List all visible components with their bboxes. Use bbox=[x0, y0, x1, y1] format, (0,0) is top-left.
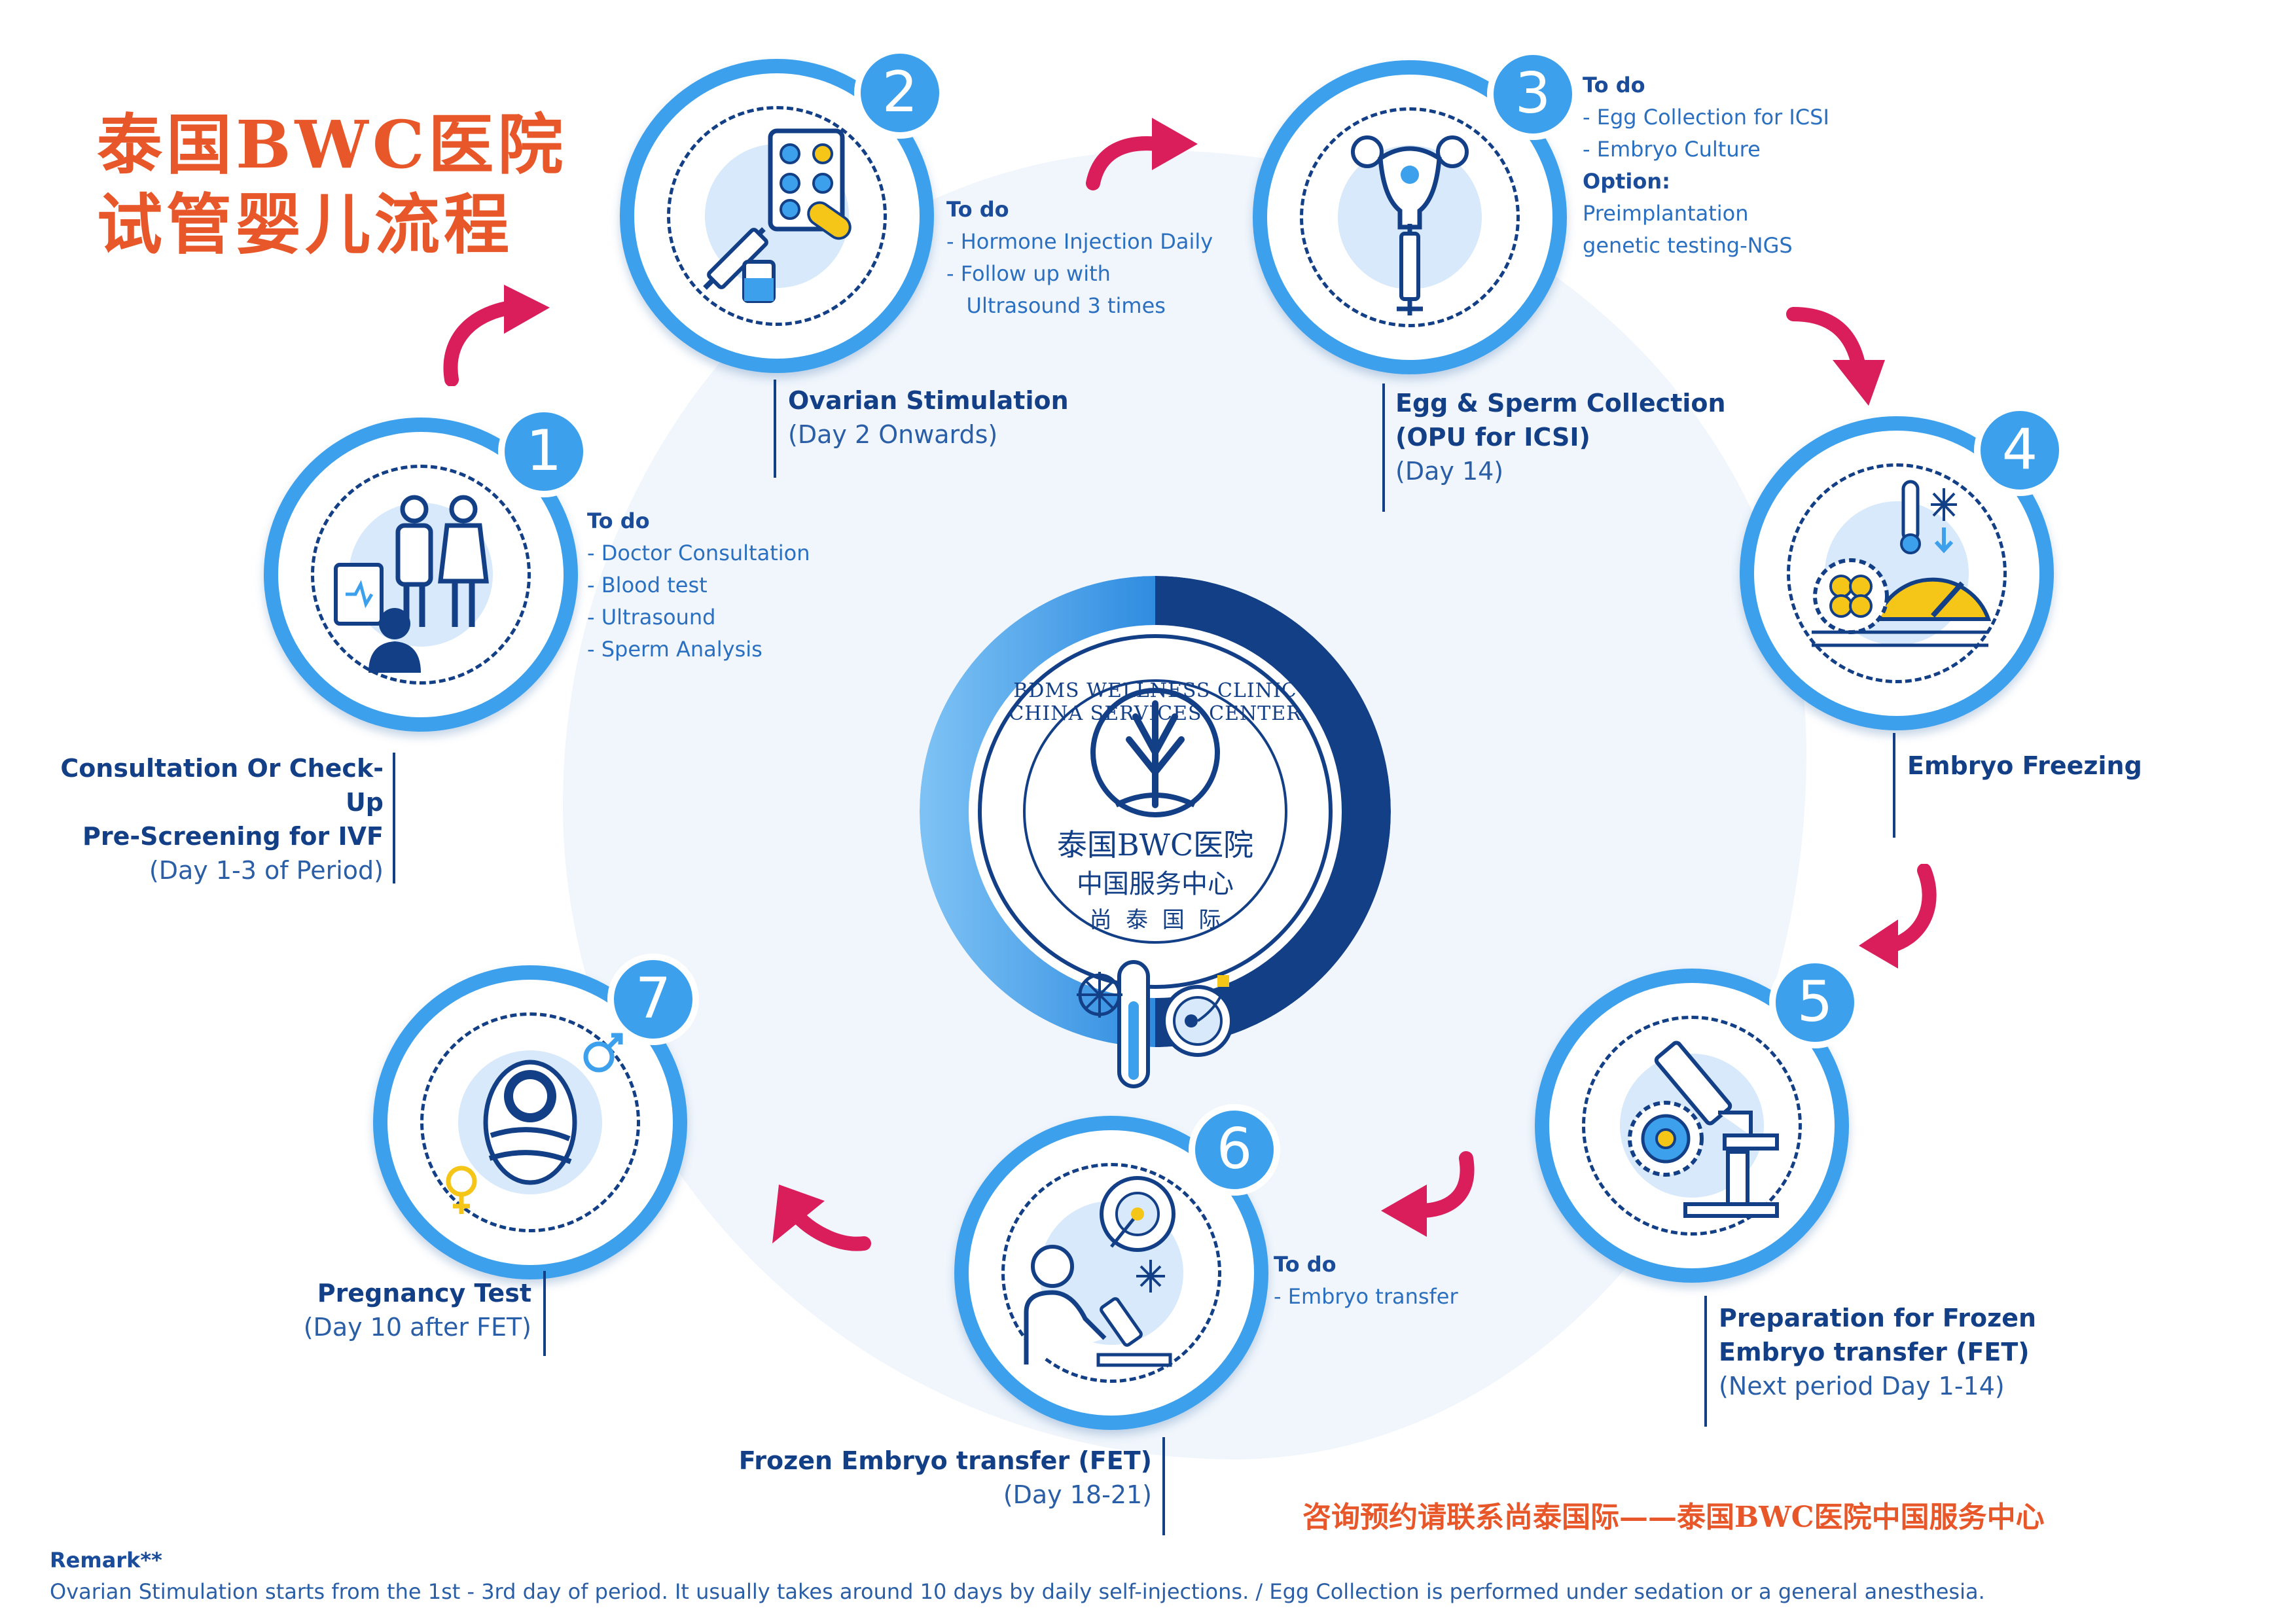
step-7-label: Pregnancy Test (Day 10 after FET) bbox=[196, 1276, 531, 1344]
arrow-5-to-6-icon bbox=[1381, 1151, 1475, 1237]
step-3-divider bbox=[1382, 383, 1385, 512]
step-2-divider bbox=[774, 380, 776, 478]
step-1-title: Consultation Or Check-Up bbox=[60, 754, 384, 817]
step-3-circle: 3 bbox=[1253, 48, 1579, 374]
step-1-divider bbox=[393, 753, 395, 883]
remark-text: Ovarian Stimulation starts from the 1st … bbox=[50, 1579, 1985, 1604]
thermometer-sperm-icon bbox=[1077, 960, 1234, 1088]
step-7-circle: 7 bbox=[373, 954, 699, 1279]
embryo-transfer-icon bbox=[1024, 1176, 1175, 1367]
step-3-todo: To do - Egg Collection for ICSI - Embryo… bbox=[1583, 73, 1829, 258]
step-5-title-2: Embryo transfer (FET) bbox=[1719, 1338, 2030, 1366]
step-5-label: Preparation for Frozen Embryo transfer (… bbox=[1719, 1301, 2111, 1403]
arrow-3-to-4-icon bbox=[1786, 307, 1885, 406]
arrow-1-to-2-icon bbox=[443, 285, 550, 386]
step-4-circle: 4 bbox=[1740, 404, 2066, 730]
microscope-icon bbox=[1628, 1041, 1779, 1218]
step-2-number: 2 bbox=[854, 47, 946, 139]
contact-footer: 咨询预约请联系尚泰国际——泰国BWC医院中国服务中心 bbox=[1302, 1501, 2045, 1534]
step-1-circle: 1 bbox=[264, 406, 590, 732]
step-5-divider bbox=[1704, 1296, 1707, 1427]
step-5-circle: 5 bbox=[1535, 957, 1861, 1283]
center-subname: 中国服务中心 bbox=[1077, 869, 1234, 899]
step-1-detail: (Day 1-3 of Period) bbox=[149, 856, 384, 885]
step-1-label: Consultation Or Check-Up Pre-Screening f… bbox=[50, 751, 384, 887]
step-7-detail: (Day 10 after FET) bbox=[303, 1313, 531, 1342]
center-emblem bbox=[920, 576, 1391, 1047]
step-4-number: 4 bbox=[1974, 404, 2066, 496]
remark: Remark** Ovarian Stimulation starts from… bbox=[50, 1544, 1985, 1607]
step-2-circle: 2 bbox=[620, 47, 946, 373]
page-title: 泰国BWC医院 bbox=[97, 106, 567, 183]
step-3-number: 3 bbox=[1487, 48, 1579, 140]
step-6-detail: (Day 18-21) bbox=[1003, 1480, 1152, 1509]
step-5-number: 5 bbox=[1769, 957, 1861, 1048]
step-5-detail: (Next period Day 1-14) bbox=[1719, 1372, 2005, 1400]
arrow-6-to-7-icon bbox=[772, 1185, 871, 1251]
step-2-title: Ovarian Stimulation bbox=[788, 386, 1069, 415]
step-1-title-2: Pre-Screening for IVF bbox=[82, 822, 384, 851]
center-bottom-text: 尚 泰 国 际 bbox=[1089, 907, 1221, 933]
remark-label: Remark** bbox=[50, 1548, 162, 1573]
step-7-title: Pregnancy Test bbox=[317, 1279, 531, 1308]
embryo-freezing-icon bbox=[1812, 480, 1992, 647]
center-ring-text: BDMS WELLNESS CLINIC CHINA SERVICES CENT… bbox=[1009, 679, 1302, 725]
step-3-title-2: (OPU for ICSI) bbox=[1395, 423, 1590, 452]
center-name: 泰国BWC医院 bbox=[1056, 827, 1254, 863]
step-7-divider bbox=[543, 1271, 546, 1356]
step-3-title: Egg & Sperm Collection bbox=[1395, 389, 1726, 418]
arrow-4-to-5-icon bbox=[1859, 864, 1937, 969]
step-6-circle: 6 bbox=[954, 1104, 1280, 1430]
page-subtitle: 试管婴儿流程 bbox=[97, 186, 513, 263]
step-6-label: Frozen Embryo transfer (FET) (Day 18-21) bbox=[720, 1444, 1152, 1512]
injection-pills-icon bbox=[703, 128, 852, 303]
couple-doctor-icon bbox=[334, 495, 489, 673]
step-7-number: 7 bbox=[607, 954, 699, 1045]
step-6-title: Frozen Embryo transfer (FET) bbox=[738, 1446, 1152, 1475]
step-6-todo: To do - Embryo transfer bbox=[1274, 1252, 1458, 1309]
step-1-todo: To do - Doctor Consultation - Blood test… bbox=[587, 508, 810, 662]
step-2-todo: To do - Hormone Injection Daily - Follow… bbox=[946, 197, 1213, 318]
step-4-divider bbox=[1893, 733, 1895, 838]
step-4-title: Embryo Freezing bbox=[1907, 751, 2142, 780]
arrow-2-to-3-icon bbox=[1086, 118, 1198, 190]
step-5-title: Preparation for Frozen bbox=[1719, 1304, 2037, 1332]
step-2-label: Ovarian Stimulation (Day 2 Onwards) bbox=[788, 383, 1181, 452]
step-2-detail: (Day 2 Onwards) bbox=[788, 420, 998, 449]
baby-icon bbox=[446, 1033, 623, 1214]
step-6-divider bbox=[1162, 1437, 1165, 1535]
step-3-label: Egg & Sperm Collection (OPU for ICSI) (D… bbox=[1395, 386, 1788, 488]
step-3-detail: (Day 14) bbox=[1395, 457, 1504, 486]
step-1-number: 1 bbox=[498, 406, 590, 497]
step-4-label: Embryo Freezing bbox=[1907, 749, 2234, 783]
step-6-number: 6 bbox=[1189, 1104, 1280, 1196]
uterus-syringe-icon bbox=[1351, 135, 1469, 315]
